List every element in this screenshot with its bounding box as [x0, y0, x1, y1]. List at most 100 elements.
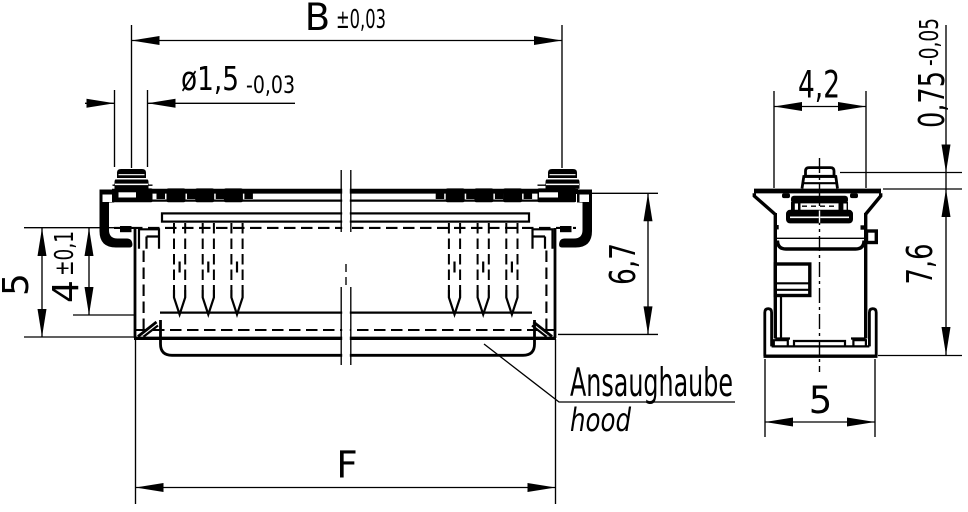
side-support-left: [752, 193, 776, 216]
outline-path: [142, 324, 159, 338]
dim-side-hood-width-label: 5: [809, 379, 833, 422]
contact-pin: [172, 223, 187, 319]
hidden-edge-line: [201, 223, 215, 290]
white-cutout: [102, 194, 112, 202]
outline-path: [172, 290, 187, 319]
white-cutout: [539, 192, 558, 198]
front-view-break: [340, 164, 352, 366]
dimension-line: [840, 171, 962, 190]
filled-outline-shape: [244, 193, 253, 199]
dimension-arrowhead: [84, 287, 94, 315]
filled-outline-shape: [466, 193, 475, 199]
outline-path: [852, 339, 867, 347]
dimension-arrowhead: [534, 36, 562, 45]
hidden-edge-line: [505, 223, 519, 290]
outline-path: [532, 320, 553, 338]
dim-body-height-label: 6,7: [603, 243, 644, 285]
dimension-arrowhead: [147, 98, 176, 108]
filled-outline-shape: [215, 193, 225, 199]
outline-path: [868, 307, 878, 356]
dim-pin-height: 0,75 -0,05: [840, 18, 962, 355]
side-collar: [775, 237, 866, 251]
dim-pin-diameter-label: ø1,5: [181, 59, 239, 98]
white-cutout: [794, 203, 798, 212]
dimension-line: [764, 359, 876, 437]
filled-outline-shape: [494, 193, 504, 199]
front-latch-pin-right: [545, 169, 580, 189]
dim-b: B ±0,03: [130, 0, 563, 168]
dim-pin-height-tolerance: -0,05: [915, 18, 945, 66]
dimension-arrowhead: [135, 483, 164, 492]
side-latch-dot-right: [860, 225, 866, 230]
white-cutout: [118, 192, 136, 198]
dim-body-height: 6,7: [558, 192, 658, 336]
dimension-arrowhead: [527, 483, 556, 492]
dim-pin-diameter-tolerance: -0,03: [246, 71, 295, 99]
hidden-edge-line: [476, 223, 490, 290]
hidden-edge-line: [173, 223, 187, 290]
dim-f: F: [134, 339, 557, 504]
dim-b-tolerance: ±0,03: [336, 5, 386, 35]
filled-outline-shape: [117, 169, 146, 179]
front-step-block-right: [560, 226, 572, 233]
callout-leader-line: [483, 343, 735, 403]
side-clip: [773, 262, 812, 340]
dim-side-height: 7,6: [878, 244, 962, 357]
dim-side-hood-width: 5: [764, 359, 876, 437]
dimension-arrowhead: [86, 98, 115, 108]
front-hook-right: [559, 189, 592, 248]
contact-pin: [505, 223, 519, 319]
outline-path: [763, 307, 773, 356]
outline-path: [505, 290, 519, 319]
outline-path: [775, 240, 866, 251]
filled-outline-shape: [166, 188, 186, 203]
front-contact-tabs: [114, 188, 576, 203]
side-view: [752, 158, 883, 372]
front-hood-step-right: [531, 228, 554, 249]
outline-path: [201, 290, 215, 319]
filled-outline-shape: [445, 188, 465, 203]
filled-outline-shape: [99, 189, 133, 248]
front-view: [99, 164, 592, 366]
hidden-edge-line: [447, 223, 462, 290]
front-contact-pins: [172, 223, 519, 319]
dimension-arrowhead: [941, 327, 951, 355]
dimension-arrowhead: [941, 144, 951, 173]
filled-outline-shape: [474, 188, 494, 203]
dimension-line: [134, 339, 557, 504]
filled-outline-shape: [435, 193, 445, 199]
filled-outline-shape: [791, 195, 848, 204]
callout-label-en: hood: [570, 401, 632, 439]
outline-path: [447, 290, 462, 319]
white-cutout: [579, 194, 589, 202]
white-cutout: [843, 203, 847, 212]
filled-outline-shape: [156, 193, 165, 199]
filled-outline-shape: [195, 188, 215, 203]
contact-pin: [476, 223, 490, 319]
dimension-arrowhead: [37, 309, 47, 337]
contact-pin: [447, 223, 462, 319]
dim-top-width-label: 4,2: [798, 64, 840, 107]
dim-side-height-label: 7,6: [900, 244, 941, 285]
side-protrusion: [864, 229, 879, 245]
dim-inner-depth: 4 ±0,1: [46, 228, 134, 316]
side-latch-dot-left: [774, 225, 779, 230]
dimension-arrowhead: [643, 306, 653, 335]
dim-pin-diameter: ø1,5 -0,03: [85, 59, 295, 167]
filled-outline-shape: [187, 193, 196, 199]
side-flange-bump-left: [782, 193, 790, 199]
dimension-line: [558, 192, 658, 336]
dimension-arrowhead: [765, 417, 793, 427]
dim-f-label: F: [336, 444, 357, 487]
filled-outline-shape: [503, 188, 523, 203]
dimension-arrowhead: [84, 228, 94, 256]
dimension-arrowhead: [941, 189, 951, 217]
dimension-arrowhead: [838, 102, 866, 111]
dimension-arrowhead: [37, 228, 47, 256]
hidden-edge-line: [230, 223, 244, 290]
contact-pin: [230, 223, 244, 319]
outline-path: [476, 290, 490, 319]
side-flange-bump-right: [850, 193, 858, 199]
